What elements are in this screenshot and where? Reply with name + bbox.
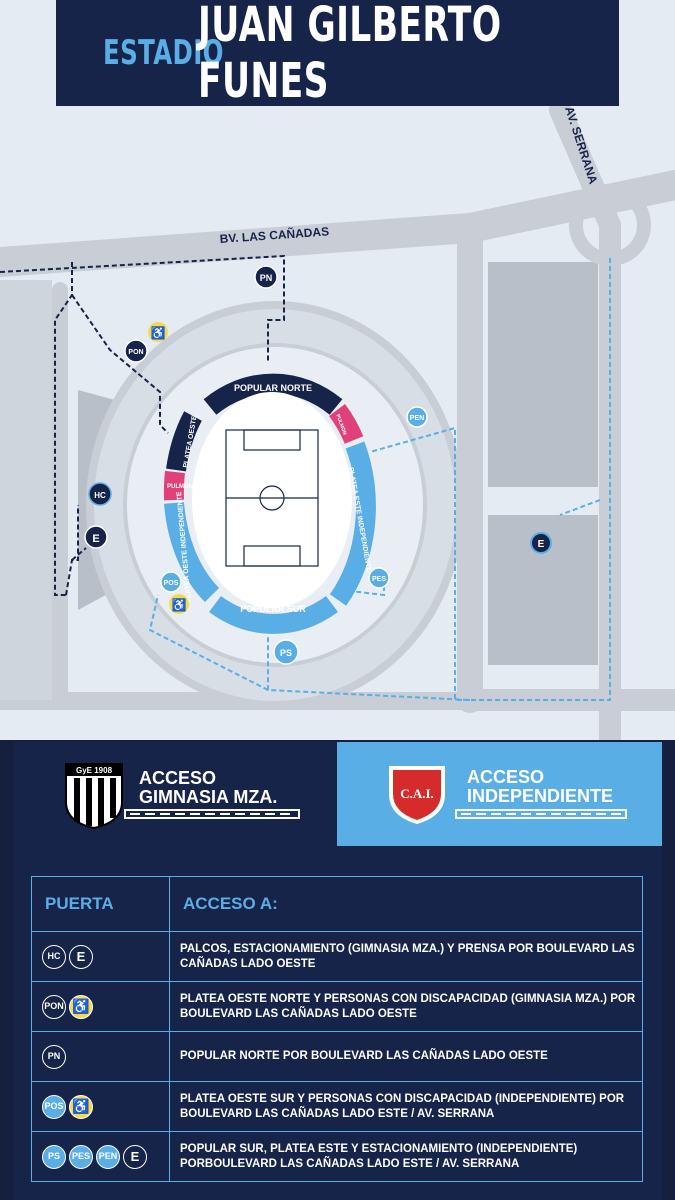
badge-pen: PEN <box>96 1144 120 1169</box>
svg-text:♿: ♿ <box>151 326 166 340</box>
svg-text:E: E <box>538 539 545 550</box>
gimnasia-crest-icon: GyE 1908 <box>65 763 123 830</box>
gate-hc[interactable]: HC <box>88 482 112 506</box>
col-access-header: ACCESO A: <box>169 876 643 932</box>
col-gate-header: PUERTA <box>31 876 170 932</box>
west-block <box>0 280 52 700</box>
row-access: PLATEA OESTE NORTE Y PERSONAS CON DISCAP… <box>169 981 643 1032</box>
stadium-map: POPULAR NORTE POPULAR SUR PLATEA OESTE P… <box>0 99 675 740</box>
buffer-label-west: PULMÓN <box>167 482 193 490</box>
stand-label-south: POPULAR SUR <box>240 604 306 614</box>
svg-text:HC: HC <box>94 491 106 500</box>
svg-text:PN: PN <box>260 273 273 283</box>
badge-pos: POS <box>42 1094 66 1119</box>
title-prefix: ESTADIO <box>103 33 224 73</box>
badge-pn: PN <box>42 1044 66 1069</box>
gate-e-west[interactable]: E <box>84 525 108 549</box>
accessible-icon: ♿ <box>69 994 93 1019</box>
legend-home-line-sample <box>124 809 300 819</box>
row-gates: POS♿ <box>31 1081 170 1132</box>
row-access: POPULAR SUR, PLATEA ESTE Y ESTACIONAMIEN… <box>169 1131 643 1182</box>
gate-pen[interactable]: PEN <box>406 406 428 428</box>
row-access: PALCOS, ESTACIONAMIENTO (GIMNASIA MZA.) … <box>169 931 643 982</box>
row-access: PLATEA OESTE SUR Y PERSONAS CON DISCAPAC… <box>169 1081 643 1132</box>
accessible-icon-south: ♿ <box>169 594 189 614</box>
badge-ps: PS <box>42 1144 66 1169</box>
svg-text:PON: PON <box>128 349 143 356</box>
table-header-row: PUERTA ACCESO A: <box>31 876 643 932</box>
svg-text:PS: PS <box>280 648 292 658</box>
gate-ps[interactable]: PS <box>273 639 299 665</box>
table-row: PN POPULAR NORTE POR BOULEVARD LAS CAÑAD… <box>31 1031 643 1082</box>
badge-e: E <box>123 1144 147 1169</box>
badge-pon: PON <box>42 994 66 1019</box>
map-area: POPULAR NORTE POPULAR SUR PLATEA OESTE P… <box>0 0 675 740</box>
gimnasia-crest-text: GyE 1908 <box>76 766 113 775</box>
badge-pes: PES <box>69 1144 93 1169</box>
accessible-icon: ♿ <box>69 1094 93 1119</box>
stands <box>163 373 376 634</box>
table-row: PON♿ PLATEA OESTE NORTE Y PERSONAS CON D… <box>31 981 643 1032</box>
table-row: POS♿ PLATEA OESTE SUR Y PERSONAS CON DIS… <box>31 1081 643 1132</box>
independiente-crest-text: C.A.I. <box>400 786 434 801</box>
svg-text:POS: POS <box>164 580 179 587</box>
away-routes <box>148 258 611 701</box>
gate-pon[interactable]: PON <box>124 339 148 363</box>
badge-hc: HC <box>42 944 66 969</box>
row-gates: PON♿ <box>31 981 170 1032</box>
gate-pes[interactable]: PES <box>368 567 390 589</box>
title-bar: ESTADIO JUAN GILBERTO FUNES <box>56 0 619 109</box>
svg-text:PES: PES <box>372 576 386 583</box>
independiente-crest-icon: C.A.I. <box>389 766 445 824</box>
accessible-icon-north: ♿ <box>148 322 168 342</box>
gate-e-east[interactable]: E <box>530 532 552 554</box>
svg-text:PEN: PEN <box>410 415 424 422</box>
row-gates: PN <box>31 1031 170 1082</box>
gate-pos[interactable]: POS <box>160 571 182 593</box>
pitch-bowl <box>192 392 352 608</box>
gate-pn[interactable]: PN <box>254 265 278 289</box>
home-routes <box>0 254 285 596</box>
svg-text:♿: ♿ <box>172 598 187 612</box>
row-access: POPULAR NORTE POR BOULEVARD LAS CAÑADAS … <box>169 1031 643 1082</box>
page-title: JUAN GILBERTO FUNES <box>197 0 502 109</box>
stand-label-north: POPULAR NORTE <box>234 383 312 393</box>
pitch-lines <box>225 429 319 567</box>
badge-e: E <box>69 944 93 969</box>
parking-block-north <box>488 262 598 487</box>
svg-text:E: E <box>92 533 99 545</box>
road-network <box>0 99 675 740</box>
legend-away-line-sample <box>455 809 627 819</box>
